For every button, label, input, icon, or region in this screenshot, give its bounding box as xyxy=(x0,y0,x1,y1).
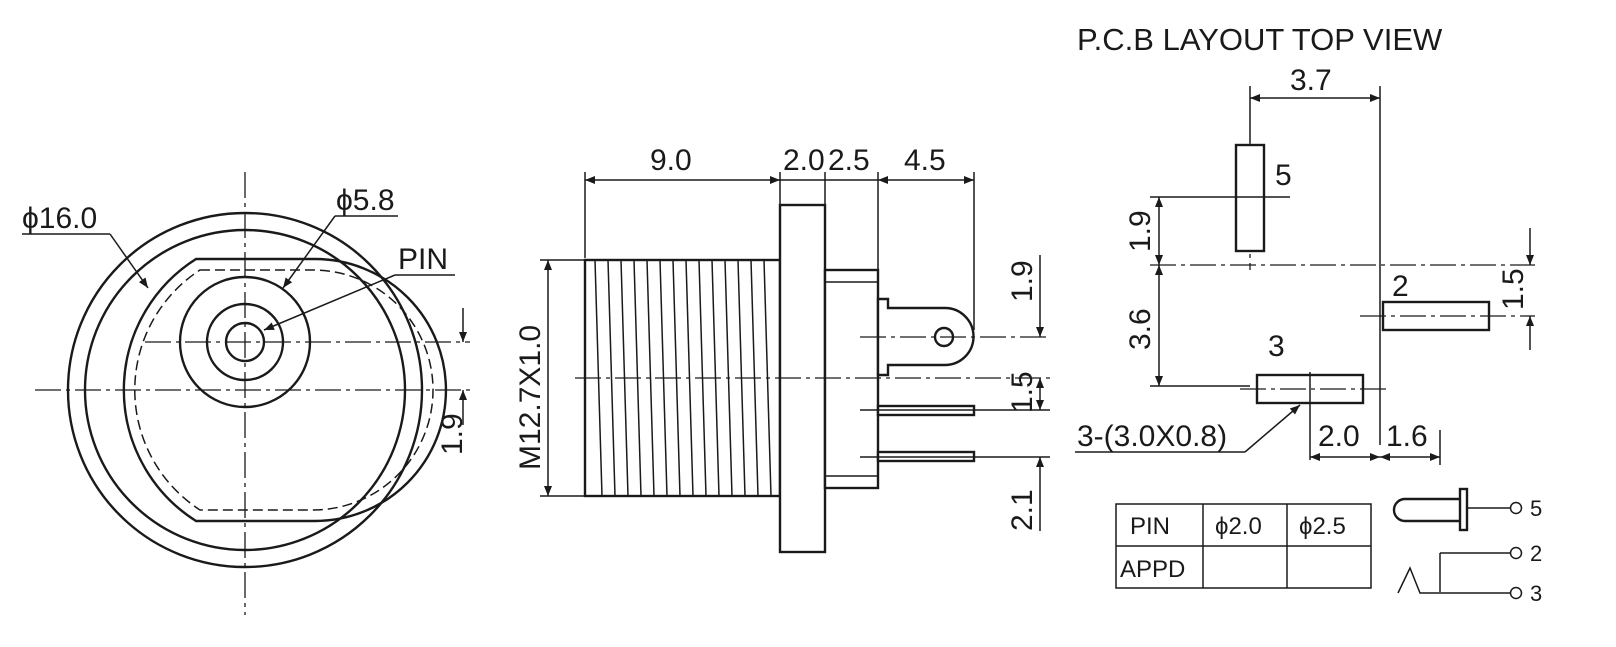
pad-callout-leader xyxy=(1244,404,1301,453)
pad-5 xyxy=(1234,143,1266,253)
dim-3-7: 3.7 xyxy=(1290,64,1332,97)
bore-inner xyxy=(205,302,285,382)
nut-ring xyxy=(83,228,407,552)
dim-2-0: 2.0 xyxy=(783,144,825,177)
dim-1-6: 1.6 xyxy=(1386,420,1428,453)
dim-9-0: 9.0 xyxy=(650,144,692,177)
pin-5-terminal xyxy=(1509,501,1523,515)
dim-2-0: 2.0 xyxy=(1318,420,1360,453)
bore-leader xyxy=(282,215,336,289)
plug-pin-symbol xyxy=(1392,497,1460,523)
jack-schematic: 5 2 3 xyxy=(1392,487,1542,606)
body-hidden-outline xyxy=(134,269,434,511)
schematic-pin-2: 2 xyxy=(1530,541,1542,566)
pin-label: PIN xyxy=(398,243,448,276)
term-offset-mid: 1.5 xyxy=(1006,371,1039,413)
pcb-title: P.C.B LAYOUT TOP VIEW xyxy=(1077,22,1443,57)
thread-label: M12.7X1.0 xyxy=(514,325,547,470)
bore-outer xyxy=(178,275,312,409)
front-pin-offset-label: 1.9 xyxy=(436,413,469,455)
center-pin xyxy=(224,321,266,363)
body-flat-outline xyxy=(122,257,448,523)
switch-contact-symbol xyxy=(1397,566,1510,594)
pin-table-header-pin: PIN xyxy=(1130,513,1170,540)
od-leader xyxy=(109,233,149,289)
dim-3-6: 3.6 xyxy=(1124,308,1157,350)
schematic-pin-5: 5 xyxy=(1530,496,1542,521)
pad-5-label: 5 xyxy=(1275,159,1292,192)
dim-1-9: 1.9 xyxy=(1124,210,1157,252)
term-offset-top: 1.9 xyxy=(1006,260,1039,302)
pin-table-header-2-5: ϕ2.5 xyxy=(1299,513,1346,540)
dim-1-5: 1.5 xyxy=(1497,268,1530,310)
outer-ring xyxy=(66,211,424,569)
bore-diameter-label: ϕ5.8 xyxy=(336,184,395,217)
schematic-pin-3: 3 xyxy=(1530,581,1542,606)
pad-3-label: 3 xyxy=(1268,330,1285,363)
rear-body xyxy=(823,268,880,490)
pcb-layout: P.C.B LAYOUT TOP VIEW 3.7 5 1.9 3.6 2 1.… xyxy=(1075,22,1535,465)
pin-3-terminal xyxy=(1509,586,1523,600)
outer-diameter-label: ϕ16.0 xyxy=(22,202,97,235)
pad-2-label: 2 xyxy=(1392,270,1409,303)
pin-2-terminal xyxy=(1509,546,1523,560)
term-offset-bot: 2.1 xyxy=(1006,489,1039,531)
pin-table: PIN ϕ2.0 ϕ2.5 APPD xyxy=(1115,503,1372,589)
side-view: 9.0 2.0 2.5 4.5 M12.7X1.0 xyxy=(514,144,1050,554)
pin-table-header-2-0: ϕ2.0 xyxy=(1215,513,1262,540)
thread-line xyxy=(607,259,616,497)
front-view: ϕ16.0 ϕ5.8 PIN 1.9 xyxy=(22,172,470,615)
pad-callout: 3-(3.0X0.8) xyxy=(1077,420,1227,453)
pin-leader xyxy=(263,274,396,331)
thread-line xyxy=(646,259,655,497)
pin-table-row-appd: APPD xyxy=(1120,556,1185,583)
dim-4-5: 4.5 xyxy=(904,144,946,177)
dim-2-5: 2.5 xyxy=(828,144,870,177)
plug-flange-symbol xyxy=(1458,487,1469,532)
